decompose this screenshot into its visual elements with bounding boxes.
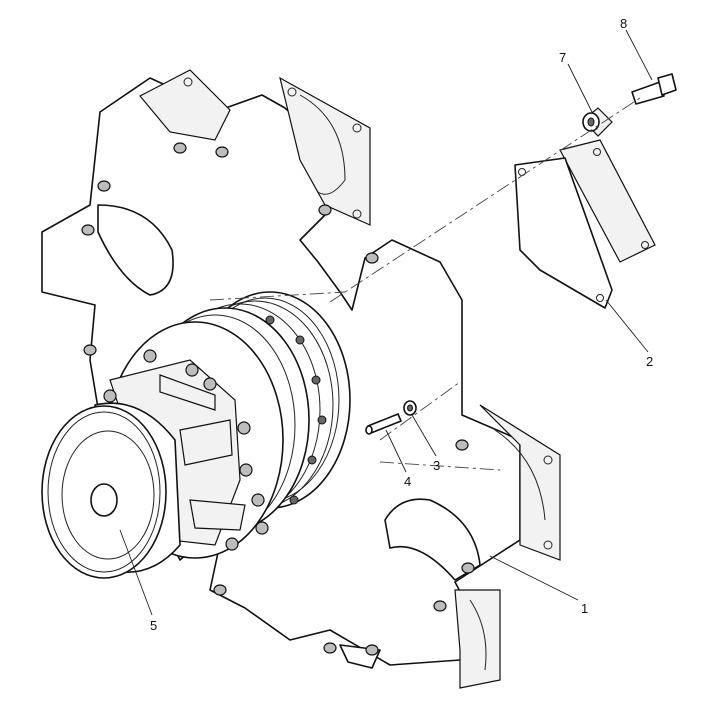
bolt-head [185, 363, 199, 377]
hole [287, 87, 297, 97]
pin [365, 413, 402, 435]
hole [307, 455, 317, 465]
bolt-head [433, 600, 447, 612]
callout-7: 7 [559, 50, 566, 65]
hole [641, 241, 649, 249]
bolt-head [143, 349, 157, 363]
bolt-head [365, 252, 379, 264]
bolt-head [213, 584, 227, 596]
bolt-head [81, 224, 95, 236]
callout-1: 1 [581, 601, 588, 616]
hole [352, 123, 362, 133]
callout-labels: 1 2 3 4 5 7 8 [150, 16, 653, 633]
bolt-head [225, 537, 239, 551]
bolt-head [215, 146, 229, 158]
hole [593, 148, 601, 156]
bolt-head [83, 344, 97, 356]
bolt-head [318, 204, 332, 216]
hex-bolt [631, 73, 677, 105]
bolt-head [237, 421, 251, 435]
bolt-head [203, 377, 217, 391]
bolt-head [97, 180, 111, 192]
callout-4: 4 [404, 474, 411, 489]
hole [543, 455, 553, 465]
bolt-head [461, 562, 475, 574]
alignment-lines [209, 97, 641, 471]
drive-motor [41, 402, 181, 579]
cover-plate [514, 139, 656, 309]
callout-8: 8 [620, 16, 627, 31]
washer [403, 400, 417, 416]
hole [289, 495, 299, 505]
bolt-head [365, 644, 379, 656]
bolt-head [255, 521, 269, 535]
hole [596, 294, 604, 302]
hole [183, 77, 193, 87]
hole [295, 335, 305, 345]
callout-3: 3 [433, 458, 440, 473]
bolt-head [323, 642, 337, 654]
hole [352, 209, 362, 219]
bolt-head [455, 439, 469, 451]
hole [265, 315, 275, 325]
hole [543, 540, 553, 550]
spacer [582, 107, 613, 137]
bolt-head [173, 142, 187, 154]
bolt-head [103, 389, 117, 403]
bolt-head [251, 493, 265, 507]
callout-5: 5 [150, 618, 157, 633]
leader-lines [119, 29, 653, 616]
callout-2: 2 [646, 354, 653, 369]
bolt-head [239, 463, 253, 477]
hole [317, 415, 327, 425]
plate-bolts [81, 77, 553, 656]
hole [311, 375, 321, 385]
